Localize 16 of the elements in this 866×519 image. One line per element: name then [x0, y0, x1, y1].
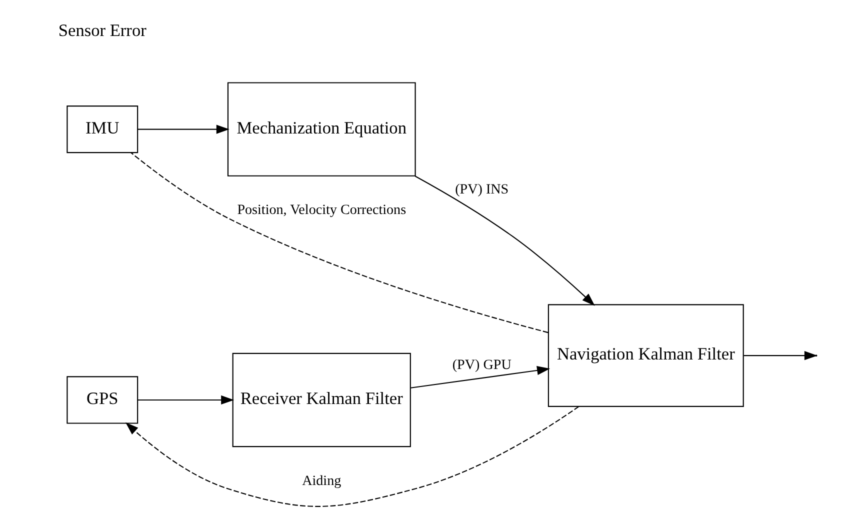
arrow [414, 176, 595, 306]
edge-label: (PV) INS [455, 182, 509, 198]
arrow [125, 406, 580, 507]
edge-label: Aiding [302, 472, 342, 489]
connector [130, 152, 548, 334]
node-box: IMU [66, 105, 138, 154]
node-box: Mechanization Equation [227, 82, 416, 176]
node-box: GPS [66, 376, 138, 424]
arrow [138, 395, 234, 405]
node-box: Receiver Kalman Filter [232, 352, 411, 448]
edge-label: (PV) GPU [452, 357, 512, 374]
node-box: Navigation Kalman Filter [548, 304, 744, 408]
arrow [138, 124, 230, 134]
arrow [410, 366, 550, 388]
label: Sensor Error [58, 20, 146, 40]
edge-label: Position, Velocity Corrections [237, 202, 406, 218]
